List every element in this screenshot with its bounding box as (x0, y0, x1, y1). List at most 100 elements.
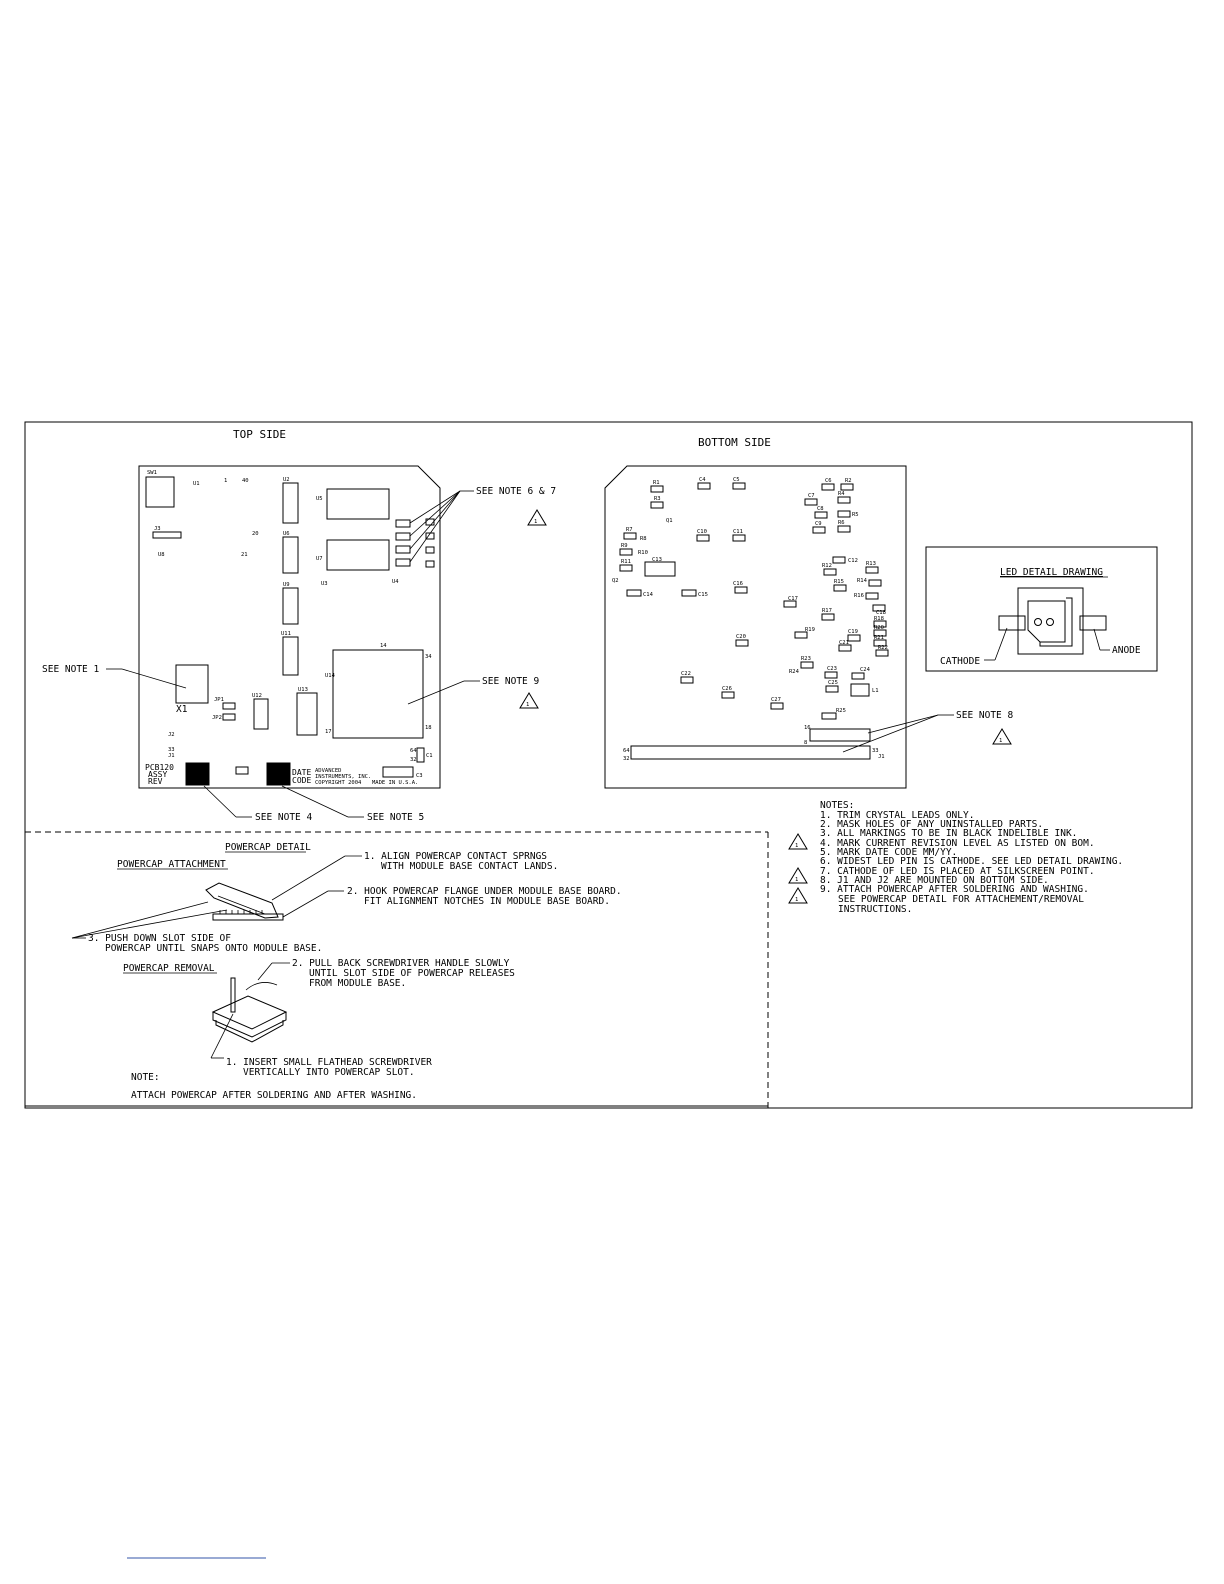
rev-triangle-note-7 (788, 867, 808, 884)
leader-note-5a (281, 785, 349, 818)
powercap-removal-top (211, 995, 288, 1030)
u2-part (282, 482, 299, 524)
l1-part (850, 683, 870, 697)
led-pin-cathode (1034, 618, 1042, 626)
led-pin-anode (1046, 618, 1054, 626)
pin34-label: 34 (425, 654, 432, 660)
c11-label: C11 (733, 529, 743, 535)
r3-label: R3 (654, 496, 661, 502)
c26-label: C26 (722, 686, 732, 692)
r1-part (650, 485, 664, 493)
c9-part (812, 526, 826, 534)
j1-pin64-label: 64 (623, 748, 630, 754)
powercap-attach-illustration (205, 882, 279, 919)
c8-part (814, 511, 828, 519)
remove-step-2-cont: UNTIL SLOT SIDE OF POWERCAP RELEASES (309, 968, 515, 979)
c4-label: C4 (699, 477, 706, 483)
sw1-label: SW1 (147, 470, 157, 476)
pcb-number: PCB120 (145, 763, 174, 772)
q1-label: Q1 (666, 518, 673, 524)
c19-part (847, 634, 861, 642)
module-base-removal (215, 1020, 284, 1043)
j2-pin8-label: 8 (804, 740, 807, 746)
u12-label: U12 (252, 693, 262, 699)
leader-attach-1b (271, 855, 346, 901)
copyright-text: COPYRIGHT 2004 (315, 780, 362, 786)
jp2-part (222, 713, 236, 721)
c19-label: C19 (848, 629, 858, 635)
j1-pin33-label: 33 (872, 748, 879, 754)
rev-triangle-note-9-list (788, 887, 808, 904)
r22-part (875, 649, 889, 657)
rev-triangle-note-4 (788, 833, 808, 850)
c23-part (824, 671, 838, 679)
led-body (1017, 587, 1084, 655)
r17-part (821, 613, 835, 621)
l1-label: L1 (872, 688, 879, 694)
q2-label: Q2 (612, 578, 619, 584)
r21-part (873, 639, 887, 647)
u5-label: U5 (316, 496, 323, 502)
u12-part (253, 698, 269, 730)
c17-label: C17 (788, 596, 798, 602)
rev-triangle-note-9 (519, 692, 539, 709)
leader-attach-2b (282, 890, 329, 918)
bottom-side-title: BOTTOM SIDE (698, 436, 771, 449)
powercap-note-label: NOTE: (131, 1072, 160, 1083)
c25-label: C25 (828, 680, 838, 686)
rev-triangle-note-67 (527, 509, 547, 526)
callout-note-1: SEE NOTE 1 (42, 664, 99, 675)
date-label: DATE (292, 768, 311, 777)
pin33-label: 33 (168, 747, 175, 753)
u8-label: U8 (158, 552, 165, 558)
c3-part (382, 766, 414, 778)
r20-part (873, 629, 887, 637)
c27-part (770, 702, 784, 710)
r13-label: R13 (866, 561, 876, 567)
powercap-removal-title: POWERCAP REMOVAL (123, 963, 215, 974)
r9-part (619, 548, 633, 556)
remove-step-2-cont-2: FROM MODULE BASE. (309, 978, 406, 989)
leader-note-67-d (409, 490, 461, 563)
rev-triangle-note-9-mark: 1 (526, 702, 529, 708)
j1-header (630, 745, 871, 760)
callout-note-6-7: SEE NOTE 6 & 7 (476, 486, 556, 497)
c15-part (681, 589, 697, 597)
top-side-board: SW1 J3 U1 40 1 U8 20 21 U2 U6 U9 U11 U5 … (138, 465, 441, 789)
u14-label: U14 (325, 673, 336, 679)
c6-part (821, 483, 835, 491)
j1-label: J1 (878, 754, 885, 760)
note-item-9-cont: SEE POWERCAP DETAIL FOR ATTACHEMENT/REMO… (838, 894, 1084, 905)
r24-label: R24 (789, 669, 800, 675)
j2-header (809, 728, 871, 742)
u13-part (296, 692, 318, 736)
remove-step-1-cont: VERTICALLY INTO POWERCAP SLOT. (243, 1067, 415, 1078)
leader-note-67-a (409, 490, 461, 524)
powercap-detail: POWERCAP DETAIL POWERCAP ATTACHMENT 1. A… (71, 842, 622, 1101)
u5-part (326, 488, 390, 520)
pcb-rev: REV (148, 777, 163, 786)
top-side-title: TOP SIDE (233, 428, 286, 441)
leader-note-67-b (409, 490, 461, 537)
r23-label: R23 (801, 656, 811, 662)
c15-label: C15 (698, 592, 708, 598)
note-item-8: 8. J1 AND J2 ARE MOUNTED ON BOTTOM SIDE. (820, 875, 1049, 886)
r14-label: R14 (857, 578, 868, 584)
r4-part (837, 496, 851, 504)
note-item-7: 7. CATHODE OF LED IS PLACED AT SILKSCREE… (820, 866, 1095, 877)
jp1-part (222, 702, 236, 710)
c8-label: C8 (817, 506, 824, 512)
powercap-attach-edge (217, 895, 266, 915)
jp2-label: JP2 (212, 715, 222, 721)
c3-label: C3 (416, 773, 423, 779)
r18-part (873, 620, 887, 628)
r19-label: R19 (805, 627, 815, 633)
r6-part (837, 525, 851, 533)
leader-remove-1b (210, 1013, 234, 1059)
c1-label: C1 (426, 753, 433, 759)
c20-label: C20 (736, 634, 746, 640)
leader-note-9b (407, 680, 465, 705)
led-d2 (395, 532, 411, 541)
pin32-label: 32 (410, 757, 417, 763)
r5-label: R5 (852, 512, 859, 518)
